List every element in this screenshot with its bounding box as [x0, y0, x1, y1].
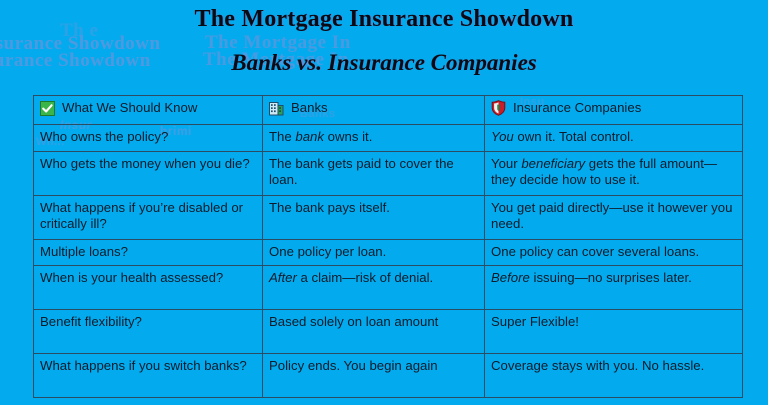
cell-insurance: Coverage stays with you. No hassle. [484, 353, 743, 398]
comparison-table-wrapper: What We Should Know [33, 95, 743, 398]
cell-text: Super Flexible! [491, 314, 579, 329]
page-title: The Mortgage Insurance Showdown [194, 6, 574, 32]
comparison-table: What We Should Know [33, 95, 743, 398]
column-header-label: Insurance Companies [513, 100, 642, 115]
table-row: What happens if you’re disabled or criti… [33, 194, 743, 240]
cell-text: What happens if you’re disabled or criti… [40, 199, 244, 232]
cell-text: Benefit flexibility? [40, 314, 142, 329]
cell-text: One policy per loan. [269, 243, 387, 259]
table-row: Who owns the policy? The bank owns it. You… [33, 124, 743, 152]
shield-icon [491, 100, 506, 117]
cell-text: What happens if you switch banks? [40, 358, 247, 373]
cell-insurance: One policy can cover several loans. [484, 238, 743, 266]
cell-banks: After a claim—risk of denial. [262, 265, 485, 310]
cell-text: Based solely on loan amount [269, 314, 439, 329]
cell-text: The bank pays itself. [269, 199, 390, 215]
cell-text: Policy ends. You begin again [269, 358, 438, 373]
cell-text: The bank owns it. [269, 129, 373, 144]
table-header: What We Should Know [33, 95, 743, 125]
cell-insurance: Super Flexible! [484, 309, 743, 354]
table-row: Benefit flexibility? Based solely on loan… [33, 309, 743, 354]
cell-text: Who owns the policy? [40, 129, 169, 144]
column-header-banks: Banks [262, 95, 485, 125]
cell-text: Coverage stays with you. No hassle. [491, 358, 705, 373]
cell-banks: The bank gets paid to cover the loan. [262, 150, 485, 196]
cell-insurance: You own it. Total control. [484, 124, 743, 152]
cell-insurance: You get paid directly—use it however you… [484, 194, 743, 240]
cell-banks: Based solely on loan amount [262, 309, 485, 354]
cell-banks: One policy per loan. [262, 238, 485, 266]
cell-question: Who gets the money when you die? [33, 150, 263, 196]
cell-question: Multiple loans? [33, 238, 263, 266]
cell-text: Before issuing—no surprises later. [491, 270, 692, 285]
table-row: When is your health assessed? After a cla… [33, 265, 743, 310]
cell-text: You get paid directly—use it however you… [491, 199, 733, 232]
cell-question: What happens if you’re disabled or criti… [33, 194, 263, 240]
column-header-label: Banks [291, 100, 328, 115]
cell-text: You own it. Total control. [491, 129, 634, 144]
heading-block: The Mortgage Insurance Showdown Banks vs… [0, 0, 768, 76]
cell-question: What happens if you switch banks? [33, 353, 263, 398]
cell-text: When is your health assessed? [40, 270, 224, 285]
cell-question: Who owns the policy? [33, 124, 263, 152]
cell-banks: Policy ends. You begin again [262, 353, 485, 398]
green-check-box-icon [40, 100, 55, 116]
cell-text: The bank gets paid to cover the loan. [269, 155, 454, 188]
cell-insurance: Your beneficiary gets the full amount—th… [484, 150, 743, 196]
table-row: Multiple loans? One policy per loan. One p… [33, 238, 743, 266]
table-header-row: What We Should Know [33, 95, 743, 125]
cell-text: Multiple loans? [40, 243, 128, 259]
column-header-insurance-companies: Insurance Companies [484, 95, 743, 125]
cell-question: Benefit flexibility? [33, 309, 263, 354]
table-body: Who owns the policy? The bank owns it. You… [33, 124, 743, 398]
column-header-label: What We Should Know [62, 100, 198, 115]
column-header-what-we-should-know: What We Should Know [33, 95, 263, 125]
cell-text: Who gets the money when you die? [40, 155, 250, 171]
cell-text: After a claim—risk of denial. [269, 270, 434, 285]
table-row: Who gets the money when you die? The bank… [33, 150, 743, 196]
cell-text: One policy can cover several loans. [491, 243, 700, 259]
cell-insurance: Before issuing—no surprises later. [484, 265, 743, 310]
table-row: What happens if you switch banks? Policy … [33, 353, 743, 398]
cell-question: When is your health assessed? [33, 265, 263, 310]
cell-text: Your beneficiary gets the full amount—th… [491, 155, 718, 188]
cell-banks: The bank pays itself. [262, 194, 485, 240]
cell-banks: The bank owns it. [262, 124, 485, 152]
page-subtitle: Banks vs. Insurance Companies [231, 50, 537, 76]
office-building-icon [269, 101, 284, 116]
